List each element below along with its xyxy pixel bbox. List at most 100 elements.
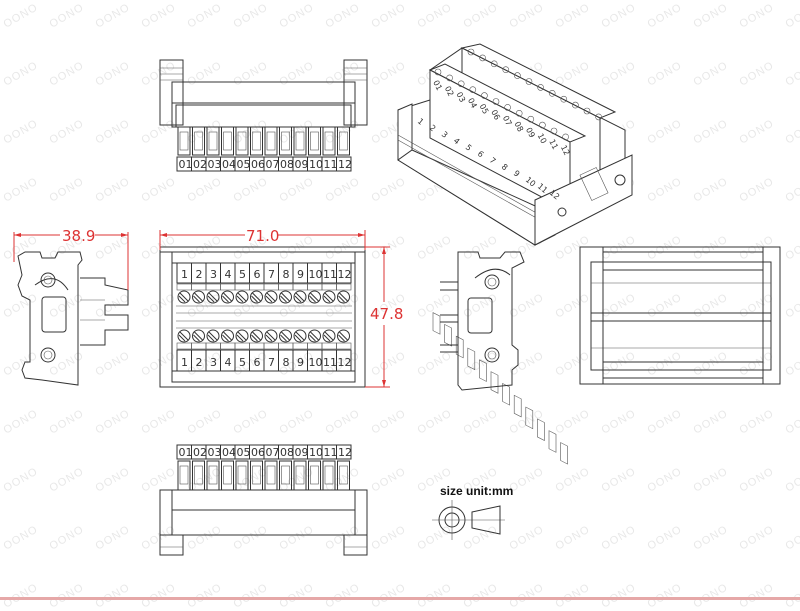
screw-icon	[250, 290, 263, 304]
front-number-bottom: 2	[196, 356, 203, 369]
terminal-label-bottom: 03	[208, 446, 222, 459]
front-number-top: 5	[239, 268, 246, 281]
screw-icon	[192, 290, 205, 304]
screw-icon	[322, 290, 336, 304]
screw-icon	[264, 290, 278, 304]
front-number-top: 4	[225, 268, 232, 281]
front-number-bottom: 8	[283, 356, 290, 369]
terminal-label-bottom: 01	[179, 446, 193, 459]
screw-icon	[235, 329, 249, 343]
back-view	[579, 246, 781, 385]
screw-icon	[308, 329, 321, 343]
screw-icon	[514, 72, 521, 79]
screw-icon	[250, 329, 263, 343]
terminal-label-top: 04	[222, 158, 236, 171]
screw-icon	[572, 101, 579, 109]
screw-icon	[502, 66, 510, 73]
iso-base-number: 2	[428, 123, 438, 133]
iso-terminal-label: 11	[547, 138, 560, 151]
terminal-label-top: 10	[309, 158, 323, 171]
terminal-label-bottom: 12	[338, 446, 352, 459]
front-number-top: 2	[196, 268, 203, 281]
screw-icon	[539, 121, 546, 129]
iso-base-number: 5	[464, 143, 474, 153]
front-number-bottom: 3	[210, 356, 217, 369]
front-number-bottom: 1	[181, 356, 188, 369]
terminal-label-bottom: 09	[295, 446, 309, 459]
screw-icon	[595, 113, 602, 121]
iso-base-number: 3	[440, 130, 450, 140]
screw-icon	[177, 290, 191, 304]
screw-icon	[467, 48, 475, 56]
screw-icon	[457, 80, 465, 88]
terminal-label-bottom: 06	[251, 446, 265, 459]
screw-icon	[504, 104, 511, 111]
front-number-bottom: 9	[297, 356, 304, 369]
screw-icon	[206, 290, 220, 304]
screw-icon	[548, 90, 556, 97]
screw-icon	[264, 329, 278, 343]
iso-base-number: 6	[476, 149, 486, 159]
terminal-label-top: 06	[251, 158, 265, 171]
screw-icon	[525, 78, 533, 85]
terminal-label-top: 01	[179, 158, 193, 171]
terminal-label-top: 05	[237, 158, 251, 171]
iso-base-number: 1	[416, 117, 426, 127]
unit-label: size unit:mm	[440, 484, 514, 498]
screw-icon	[293, 329, 307, 343]
front-number-bottom: 6	[254, 356, 261, 369]
iso-base-number: 7	[488, 156, 498, 166]
screw-icon	[492, 98, 500, 105]
terminal-label-top: 09	[295, 158, 309, 171]
iso-base-number: 8	[500, 162, 510, 172]
screw-icon	[446, 74, 453, 82]
front-number-top: 8	[283, 268, 290, 281]
screw-icon	[308, 290, 321, 304]
screw-icon	[192, 329, 205, 343]
dim-length-text: 71.0	[246, 227, 279, 245]
screw-icon	[560, 95, 568, 103]
front-number-bottom: 7	[268, 356, 275, 369]
iso-terminal-label: 09	[524, 126, 537, 139]
front-number-top: 1	[181, 268, 188, 281]
terminal-label-top: 11	[324, 158, 338, 171]
screw-icon	[562, 133, 569, 141]
dimension-length-front: 71.0	[159, 227, 366, 250]
right-side-view	[440, 251, 525, 391]
screw-icon	[550, 127, 558, 135]
terminal-label-bottom: 04	[222, 446, 236, 459]
front-number-bottom: 12	[338, 356, 352, 369]
screw-icon	[221, 329, 234, 343]
screw-icon	[515, 110, 523, 117]
iso-terminal-label: 05	[478, 102, 491, 115]
screw-icon	[221, 290, 234, 304]
iso-terminal-label: 06	[489, 108, 502, 121]
front-number-top: 9	[297, 268, 304, 281]
terminal-label-bottom: 02	[193, 446, 207, 459]
bottom-border	[0, 597, 800, 600]
screw-icon	[177, 329, 191, 343]
screw-icon	[481, 92, 488, 99]
front-number-top: 11	[323, 268, 337, 281]
terminal-label-top: 12	[338, 158, 352, 171]
screw-icon	[235, 290, 249, 304]
left-side-view	[17, 251, 129, 386]
screw-icon	[490, 60, 498, 68]
projection-symbol	[432, 500, 505, 540]
dim-height-text: 47.8	[370, 305, 403, 323]
terminal-label-bottom: 07	[266, 446, 280, 459]
screw-icon	[537, 84, 544, 91]
front-number-top: 12	[338, 268, 352, 281]
terminal-label-bottom: 08	[280, 446, 294, 459]
front-number-top: 3	[210, 268, 217, 281]
terminal-label-bottom: 05	[237, 446, 251, 459]
terminal-label-top: 07	[266, 158, 280, 171]
front-number-bottom: 4	[225, 356, 232, 369]
terminal-label-bottom: 11	[324, 446, 338, 459]
iso-terminal-label: 08	[512, 120, 525, 133]
iso-terminal-label: 02	[443, 85, 456, 98]
